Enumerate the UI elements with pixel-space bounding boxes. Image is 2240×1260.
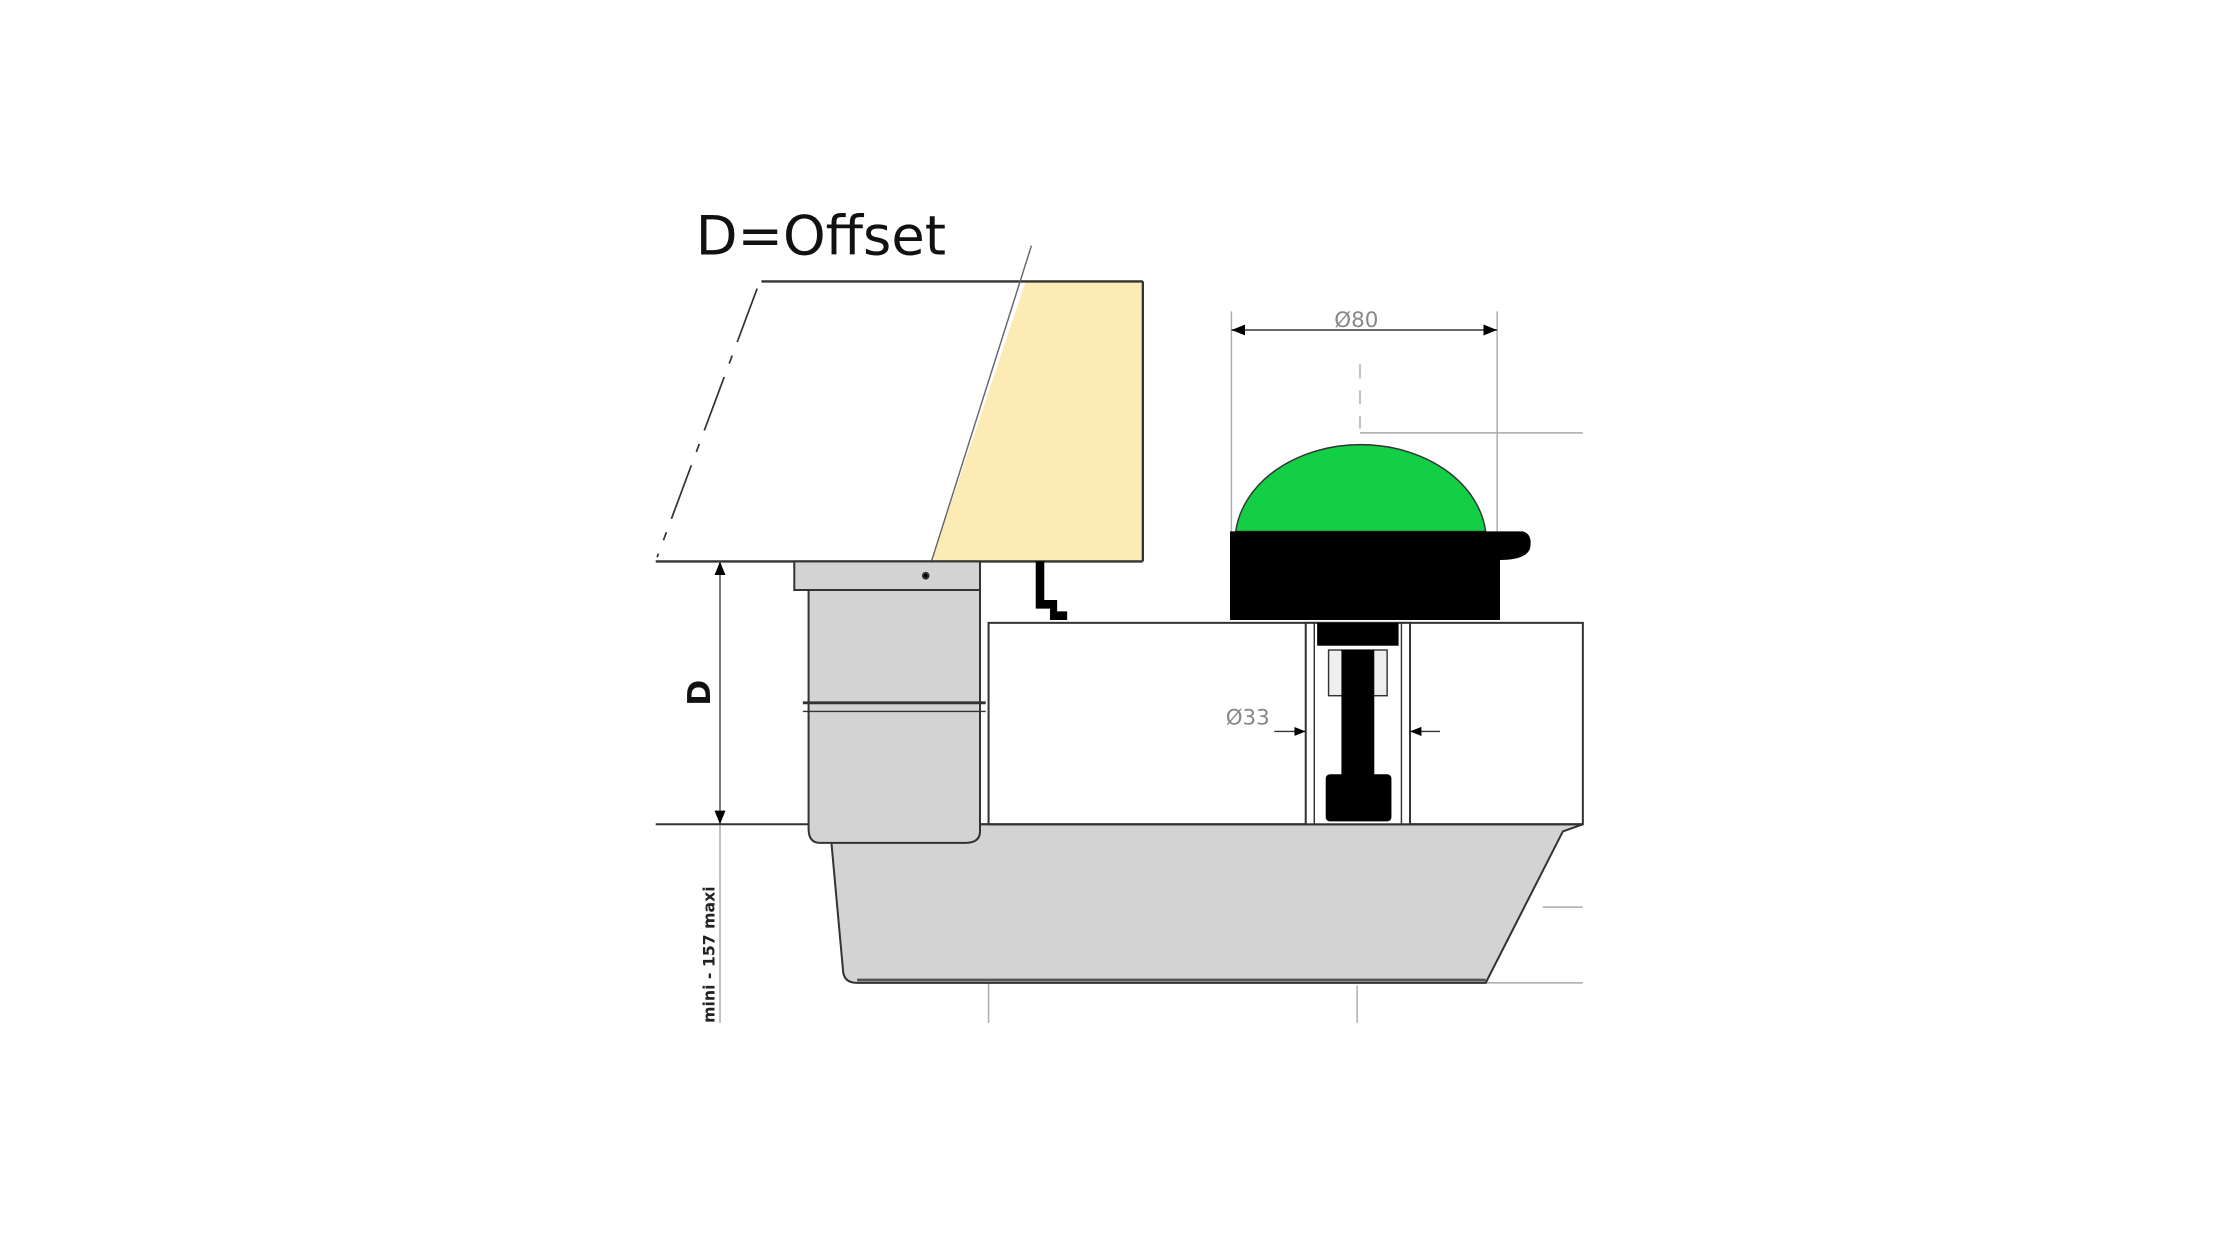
stem-diameter-label: Ø33 [1226, 705, 1270, 730]
bracket [1035, 561, 1068, 620]
d-label: D [682, 680, 718, 706]
button-dome [1234, 443, 1487, 533]
drain-tray [830, 823, 1584, 984]
button-diameter-label: Ø80 [1334, 308, 1378, 333]
button-base [1230, 531, 1531, 620]
drain-body [793, 560, 986, 844]
counter-slab [987, 621, 1584, 826]
button-stem [1304, 621, 1411, 826]
diagram-title: D=Offset [696, 204, 946, 267]
offset-zone [931, 281, 1143, 562]
range-label: mini - 157 maxi [699, 886, 718, 1022]
